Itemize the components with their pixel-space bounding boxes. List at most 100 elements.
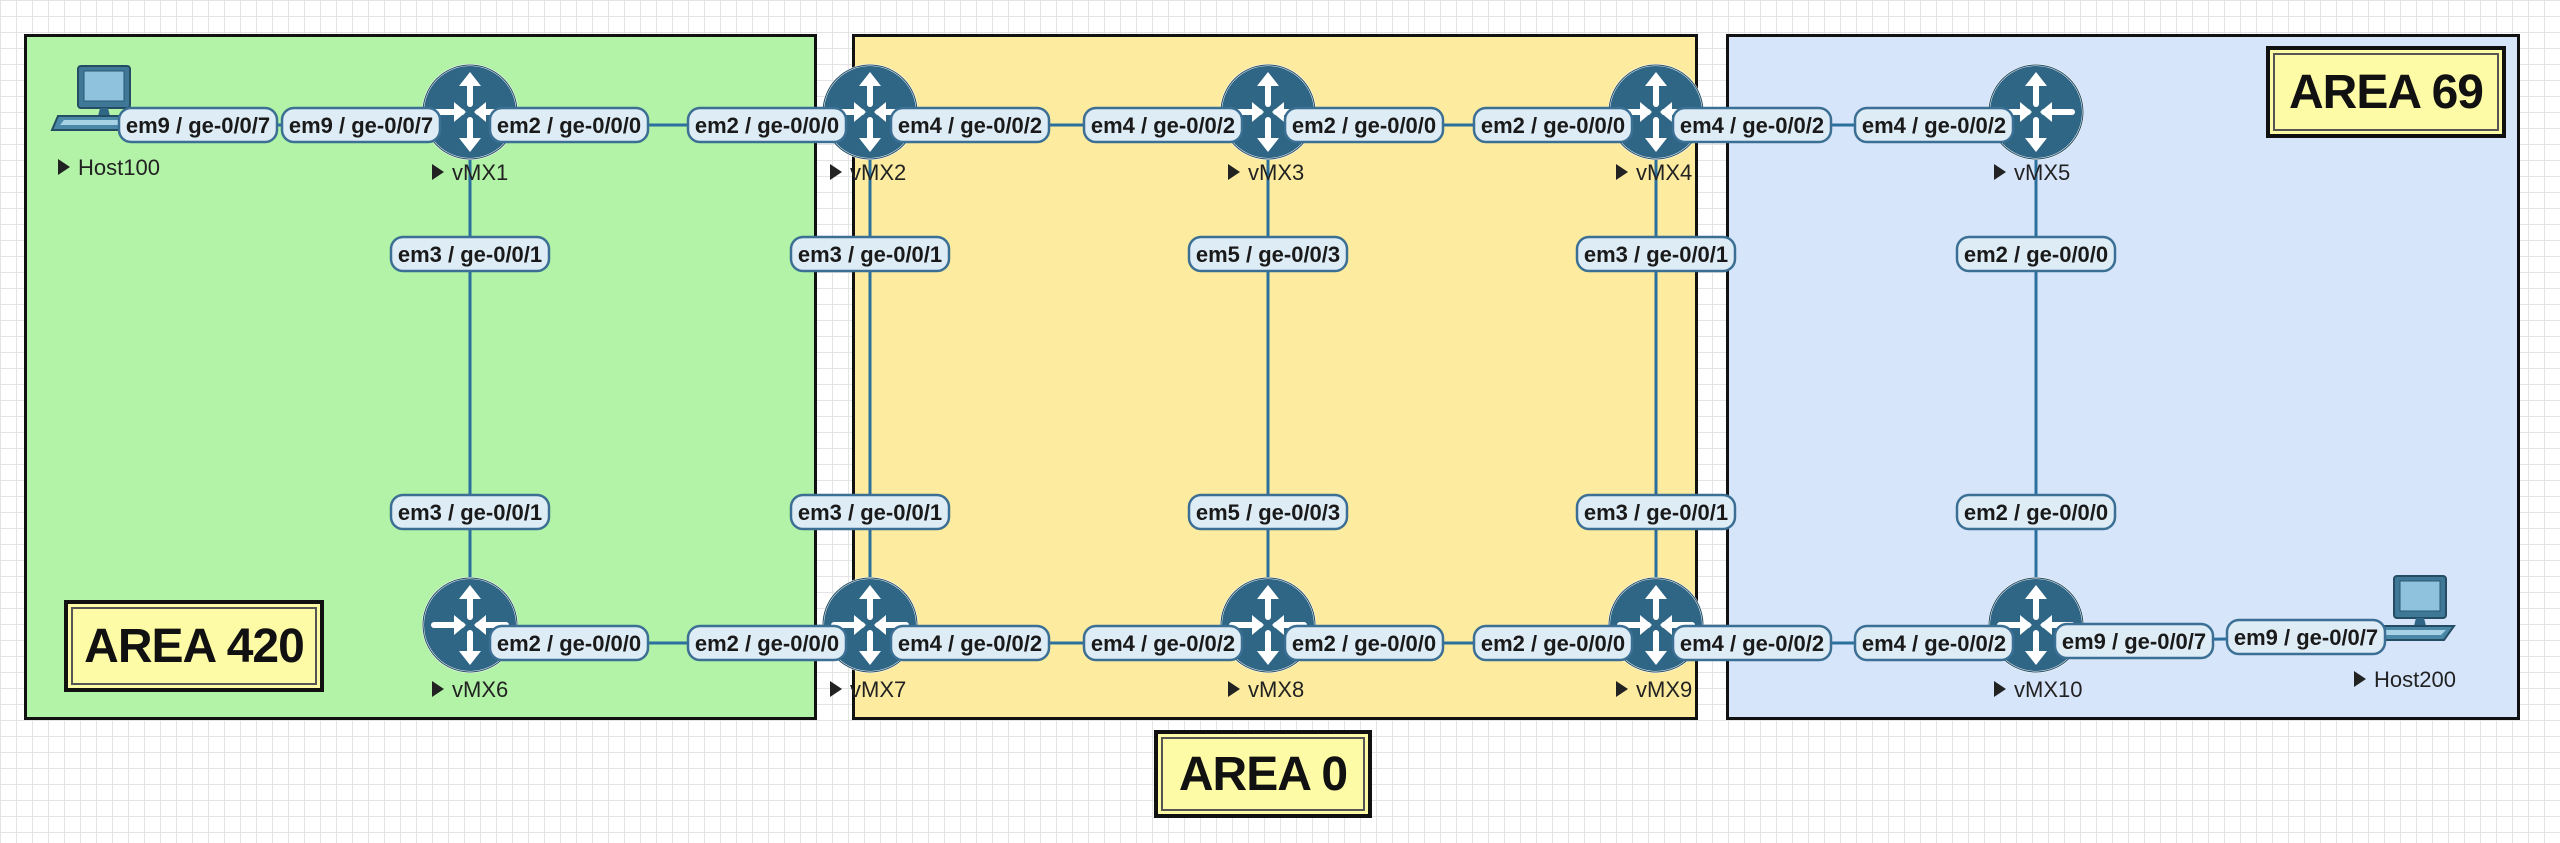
node-label[interactable]: vMX6	[432, 677, 508, 702]
interface-label-text: em3 / ge-0/0/1	[1584, 500, 1728, 525]
interface-label: em2 / ge-0/0/0	[1955, 493, 2117, 531]
play-triangle-icon	[1228, 164, 1240, 180]
interface-pill	[889, 106, 1051, 144]
area-69-label: AREA 69	[2266, 46, 2506, 138]
interface-pill	[1082, 624, 1244, 662]
node-label[interactable]: vMX1	[432, 160, 508, 185]
interface-label: em9 / ge-0/0/7	[2225, 618, 2387, 656]
node-label-text: vMX1	[452, 160, 508, 185]
interface-pill	[488, 106, 650, 144]
interface-pill	[1472, 106, 1634, 144]
interface-label: em2 / ge-0/0/0	[1955, 235, 2117, 273]
interface-label-text: em4 / ge-0/0/2	[1862, 631, 2006, 656]
interface-label-text: em2 / ge-0/0/0	[497, 113, 641, 138]
nodes-layer	[50, 64, 2456, 673]
play-triangle-icon	[58, 159, 70, 175]
computer-icon[interactable]	[50, 65, 140, 131]
node-label-text: vMX2	[850, 160, 906, 185]
interface-label: em2 / ge-0/0/0	[488, 624, 650, 662]
links-layer	[100, 112, 2417, 645]
interface-pill	[1187, 235, 1349, 273]
node-label[interactable]: vMX3	[1228, 160, 1304, 185]
interface-label-text: em4 / ge-0/0/2	[1862, 113, 2006, 138]
interface-label-text: em2 / ge-0/0/0	[1292, 113, 1436, 138]
node-label-text: vMX10	[2014, 677, 2082, 702]
interface-label: em4 / ge-0/0/2	[889, 106, 1051, 144]
interface-label: em3 / ge-0/0/1	[789, 493, 951, 531]
interface-label-text: em2 / ge-0/0/0	[497, 631, 641, 656]
interface-label-text: em2 / ge-0/0/0	[1292, 631, 1436, 656]
node-label-text: vMX8	[1248, 677, 1304, 702]
node-label[interactable]: Host200	[2354, 667, 2456, 692]
interface-label: em2 / ge-0/0/0	[1283, 106, 1445, 144]
interface-label-text: em4 / ge-0/0/2	[1091, 631, 1235, 656]
interface-label: em2 / ge-0/0/0	[1472, 624, 1634, 662]
interface-pill	[1472, 624, 1634, 662]
interface-label: em9 / ge-0/0/7	[117, 106, 279, 144]
interface-pill	[789, 493, 951, 531]
node-label[interactable]: vMX8	[1228, 677, 1304, 702]
interface-pill	[1575, 493, 1737, 531]
interface-pill	[117, 106, 279, 144]
play-triangle-icon	[1616, 164, 1628, 180]
interface-label: em4 / ge-0/0/2	[1082, 624, 1244, 662]
interface-label: em5 / ge-0/0/3	[1187, 493, 1349, 531]
interface-pill	[2225, 618, 2387, 656]
area-420-label: AREA 420	[64, 600, 324, 692]
interface-label-text: em4 / ge-0/0/2	[898, 631, 1042, 656]
interface-pill	[1955, 493, 2117, 531]
interface-label-text: em2 / ge-0/0/0	[1481, 631, 1625, 656]
interface-label-text: em3 / ge-0/0/1	[398, 242, 542, 267]
interface-label: em3 / ge-0/0/1	[1575, 235, 1737, 273]
area-69-region	[1726, 34, 2520, 720]
interface-pill	[389, 235, 551, 273]
interface-label: em4 / ge-0/0/2	[1671, 624, 1833, 662]
node-label-text: vMX3	[1248, 160, 1304, 185]
interface-pill	[488, 624, 650, 662]
play-triangle-icon	[830, 681, 842, 697]
interface-label: em2 / ge-0/0/0	[488, 106, 650, 144]
node-label[interactable]: vMX10	[1994, 677, 2082, 702]
play-triangle-icon	[1994, 164, 2006, 180]
interface-label: em3 / ge-0/0/1	[1575, 493, 1737, 531]
interface-label: em4 / ge-0/0/2	[1671, 106, 1833, 144]
node-label[interactable]: vMX2	[830, 160, 906, 185]
interface-label: em2 / ge-0/0/0	[1283, 624, 1445, 662]
interface-label-text: em4 / ge-0/0/2	[1091, 113, 1235, 138]
node-label[interactable]: vMX7	[830, 677, 906, 702]
interface-label: em2 / ge-0/0/0	[686, 624, 848, 662]
node-label[interactable]: vMX4	[1616, 160, 1692, 185]
interface-label: em4 / ge-0/0/2	[1853, 106, 2015, 144]
node-labels-layer: Host100 vMX1 vMX2 vMX3 vMX4 vMX5 vMX6 vMX7 vMX8 v…	[58, 155, 2456, 702]
interface-label-text: em9 / ge-0/0/7	[2234, 625, 2378, 650]
interface-label: em3 / ge-0/0/1	[389, 235, 551, 273]
interface-label-text: em3 / ge-0/0/1	[398, 500, 542, 525]
node-label[interactable]: vMX9	[1616, 677, 1692, 702]
node-label[interactable]: Host100	[58, 155, 160, 180]
interface-label: em4 / ge-0/0/2	[1082, 106, 1244, 144]
play-triangle-icon	[432, 164, 444, 180]
play-triangle-icon	[432, 681, 444, 697]
interface-label-text: em2 / ge-0/0/0	[1964, 242, 2108, 267]
interface-label: em4 / ge-0/0/2	[1853, 624, 2015, 662]
interface-label: em9 / ge-0/0/7	[280, 106, 442, 144]
computer-icon[interactable]	[2366, 575, 2456, 641]
play-triangle-icon	[1616, 681, 1628, 697]
interface-label-text: em3 / ge-0/0/1	[1584, 242, 1728, 267]
play-triangle-icon	[1994, 681, 2006, 697]
interface-pill	[1283, 106, 1445, 144]
node-label[interactable]: vMX5	[1994, 160, 2070, 185]
node-label-text: vMX9	[1636, 677, 1692, 702]
interface-pill	[1082, 106, 1244, 144]
interface-pill	[1575, 235, 1737, 273]
interface-pill	[389, 493, 551, 531]
node-label-text: vMX5	[2014, 160, 2070, 185]
interface-pill	[889, 624, 1051, 662]
interface-label-text: em2 / ge-0/0/0	[1481, 113, 1625, 138]
interface-label: em2 / ge-0/0/0	[1472, 106, 1634, 144]
interface-label-text: em9 / ge-0/0/7	[2062, 629, 2206, 654]
play-triangle-icon	[1228, 681, 1240, 697]
